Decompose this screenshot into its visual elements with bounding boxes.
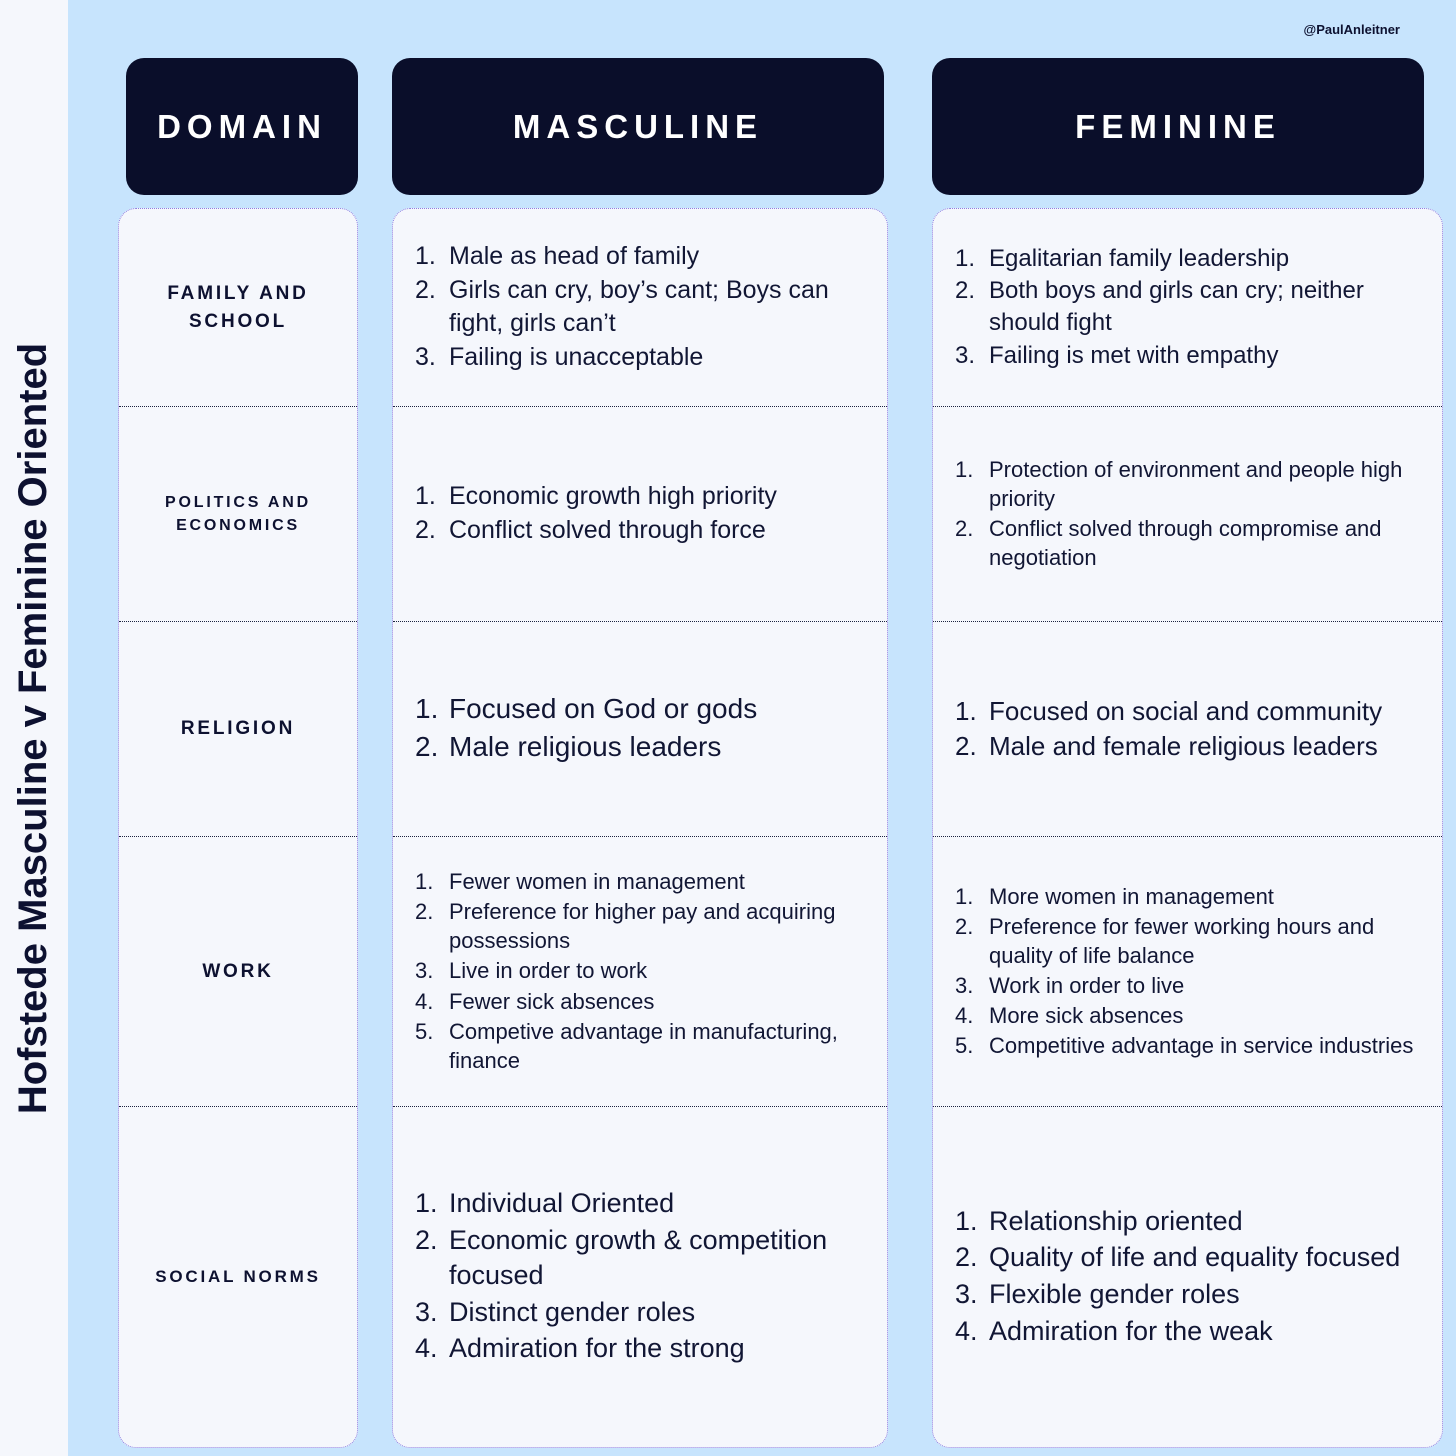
list-item: Competitive advantage in service industr…	[955, 1031, 1414, 1060]
page-title-text: Hofstede Masculine v Feminine Oriented	[11, 342, 56, 1114]
domain-label: POLITICS AND ECONOMICS	[165, 493, 311, 534]
list-item: Male as head of family	[415, 240, 700, 273]
column-header-domain-label: DOMAIN	[157, 107, 327, 145]
table-row: WORK	[119, 837, 357, 1107]
domain-label: SOCIAL NORMS	[155, 1266, 321, 1286]
masculine-list: Fewer women in management Preference for…	[393, 867, 887, 1075]
masculine-list: Focused on God or gods Male religious le…	[393, 691, 887, 767]
domain-label: FAMILY AND SCHOOL	[167, 282, 309, 332]
table-row: Protection of environment and people hig…	[933, 407, 1442, 622]
list-item: More women in management	[955, 882, 1274, 911]
table-row: Focused on God or gods Male religious le…	[393, 622, 887, 837]
table-row: Relationship oriented Quality of life an…	[933, 1107, 1442, 1447]
list-item: More sick absences	[955, 1001, 1184, 1030]
table-row: Focused on social and community Male and…	[933, 622, 1442, 837]
list-item: Distinct gender roles	[415, 1295, 696, 1330]
masculine-column-body: Male as head of family Girls can cry, bo…	[392, 208, 888, 1448]
table-row: Economic growth high priority Conflict s…	[393, 407, 887, 622]
list-item: Focused on God or gods	[415, 691, 758, 728]
list-item: Preference for fewer working hours and q…	[955, 912, 1375, 968]
list-item: Male religious leaders	[415, 729, 722, 766]
table-row: FAMILY AND SCHOOL	[119, 209, 357, 407]
column-header-masculine: MASCULINE	[392, 58, 884, 195]
feminine-list: Focused on social and community Male and…	[933, 694, 1442, 765]
domain-label: RELIGION	[180, 718, 296, 740]
list-item: Conflict solved through force	[415, 514, 766, 547]
column-header-feminine-label: FEMININE	[1075, 107, 1281, 145]
left-accent-strip	[0, 0, 68, 1456]
list-item: Economic growth high priority	[415, 480, 777, 513]
list-item: Flexible gender roles	[955, 1277, 1240, 1312]
list-item: Protection of environment and people hig…	[955, 455, 1403, 511]
page-title-vertical: Hofstede Masculine v Feminine Oriented	[0, 0, 68, 1456]
list-item: Preference for higher pay and acquiring …	[415, 897, 836, 954]
table-row: Individual Oriented Economic growth & co…	[393, 1107, 887, 1447]
feminine-column-body: Egalitarian family leadership Both boys …	[932, 208, 1443, 1448]
list-item: Quality of life and equality focused	[955, 1240, 1401, 1275]
feminine-list: Protection of environment and people hig…	[933, 455, 1442, 573]
table-row: Male as head of family Girls can cry, bo…	[393, 209, 887, 407]
list-item: Conflict solved through compromise and n…	[955, 514, 1382, 571]
list-item: Relationship oriented	[955, 1204, 1243, 1239]
table-row: More women in management Preference for …	[933, 837, 1442, 1107]
feminine-list: Relationship oriented Quality of life an…	[933, 1204, 1442, 1351]
list-item: Both boys and girls can cry; neither sho…	[955, 275, 1364, 336]
list-item: Live in order to work	[415, 956, 648, 985]
list-item: Fewer sick absences	[415, 987, 655, 1016]
list-item: Work in order to live	[955, 971, 1185, 1000]
list-item: Competive advantage in manufacturing, fi…	[415, 1017, 838, 1073]
list-item: Individual Oriented	[415, 1186, 675, 1221]
domain-label: WORK	[202, 960, 274, 982]
table-row: Egalitarian family leadership Both boys …	[933, 209, 1442, 407]
table-row: RELIGION	[119, 622, 357, 837]
list-item: Fewer women in management	[415, 867, 745, 896]
table-row: Fewer women in management Preference for…	[393, 837, 887, 1107]
table-row: SOCIAL NORMS	[119, 1107, 357, 1447]
column-header-masculine-label: MASCULINE	[512, 107, 764, 145]
masculine-list: Individual Oriented Economic growth & co…	[393, 1186, 887, 1368]
list-item: Failing is met with empathy	[955, 340, 1279, 371]
column-header-feminine: FEMININE	[932, 58, 1424, 195]
list-item: Economic growth & competition focused	[415, 1223, 828, 1291]
list-item: Girls can cry, boy’s cant; Boys can figh…	[415, 274, 829, 337]
list-item: Egalitarian family leadership	[955, 243, 1290, 274]
masculine-list: Economic growth high priority Conflict s…	[393, 480, 887, 548]
list-item: Admiration for the strong	[415, 1331, 745, 1366]
feminine-list: Egalitarian family leadership Both boys …	[933, 243, 1442, 373]
list-item: Male and female religious leaders	[955, 729, 1378, 764]
list-item: Admiration for the weak	[955, 1314, 1273, 1349]
table-row: POLITICS AND ECONOMICS	[119, 407, 357, 622]
list-item: Failing is unacceptable	[415, 341, 704, 374]
list-item: Focused on social and community	[955, 694, 1383, 729]
author-handle: @PaulAnleitner	[1303, 22, 1400, 37]
domain-column-body: FAMILY AND SCHOOL POLITICS AND ECONOMICS…	[118, 208, 358, 1448]
column-header-domain: DOMAIN	[126, 58, 358, 195]
feminine-list: More women in management Preference for …	[933, 882, 1442, 1061]
masculine-list: Male as head of family Girls can cry, bo…	[393, 240, 887, 375]
